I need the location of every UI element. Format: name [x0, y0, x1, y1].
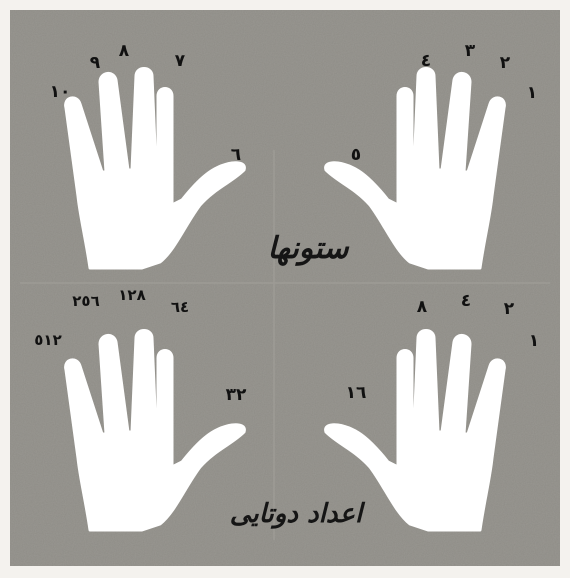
hand-top-left-finger-4-label: ٧ — [175, 51, 186, 71]
hand-top-right-finger-4-label: ١ — [527, 83, 537, 103]
top-caption: ستونها — [267, 231, 350, 266]
hand-bottom-right-finger-4-label: ١ — [529, 331, 539, 351]
hand-top-left-thumb-label: ٦ — [231, 145, 241, 165]
hand-top-right-finger-2-label: ٣ — [465, 41, 476, 61]
hand-top-left-finger-3-label: ٨ — [119, 41, 130, 61]
hand-bottom-right-thumb-label: ١٦ — [346, 383, 367, 403]
hand-top-right-finger-3-label: ٢ — [500, 53, 511, 73]
hand-top-left-finger-1-label: ١٠ — [50, 82, 71, 102]
hand-top-right-finger-1-label: ٤ — [421, 51, 431, 71]
hand-bottom-left-finger-3-label: ١٢٨ — [118, 286, 145, 304]
hand-bottom-right-finger-3-label: ٢ — [504, 299, 515, 319]
hand-bottom-left-finger-1-label: ٥١٢ — [34, 331, 61, 349]
hand-bottom-right-finger-2-label: ٤ — [461, 291, 471, 311]
hand-bottom-left-finger-2-label: ٢٥٦ — [72, 292, 99, 310]
bottom-caption: اعداد دوتایی — [230, 499, 366, 529]
hand-bottom-left-thumb-label: ٣٢ — [226, 385, 247, 405]
hand-bottom-right-finger-1-label: ٨ — [417, 297, 428, 317]
hand-top-right-thumb-label: ٥ — [351, 145, 361, 165]
hand-top-left-finger-2-label: ٩ — [90, 53, 101, 73]
hand-bottom-left-finger-4-label: ٦٤ — [171, 298, 189, 316]
